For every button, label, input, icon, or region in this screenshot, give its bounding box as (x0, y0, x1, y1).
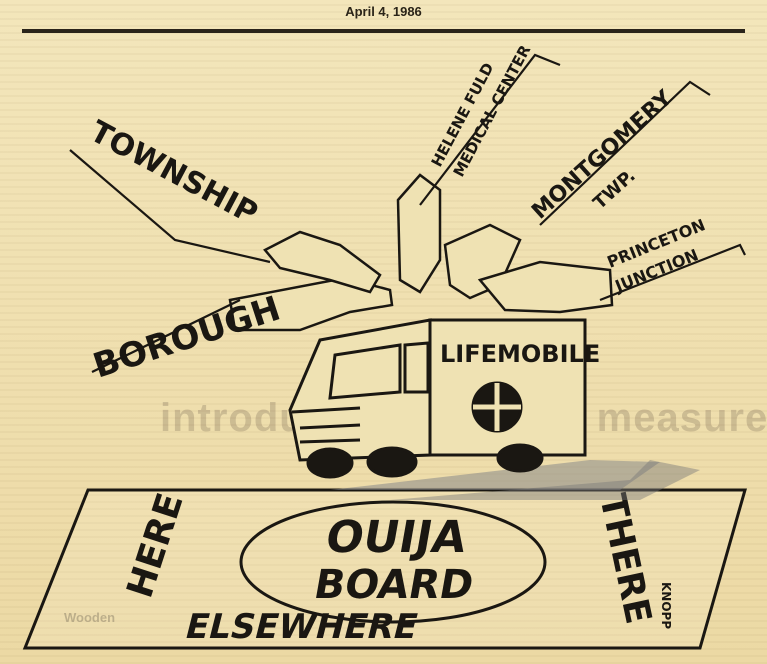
faded-bleed-text: Wooden (64, 610, 115, 625)
artist-signature: KNOPP (659, 582, 673, 629)
board-oval (239, 500, 547, 624)
label-borough: BOROUGH (88, 289, 285, 387)
label-township: TOWNSHIP (84, 114, 263, 231)
board-elsewhere: ELSEWHERE (181, 607, 422, 646)
board-title-line2: BOARD (311, 561, 478, 608)
header-rule (22, 29, 745, 33)
vehicle-shadow (330, 460, 660, 490)
dateline: April 4, 1986 (345, 4, 422, 19)
vehicle-shadow-2 (390, 460, 700, 500)
pointing-hands (228, 173, 614, 332)
label-leaders (69, 53, 746, 373)
board-title-line1: OUIJA (322, 512, 471, 563)
lifemobile-vehicle (288, 318, 587, 479)
lifemobile-label: LIFEMOBILE (440, 340, 600, 368)
